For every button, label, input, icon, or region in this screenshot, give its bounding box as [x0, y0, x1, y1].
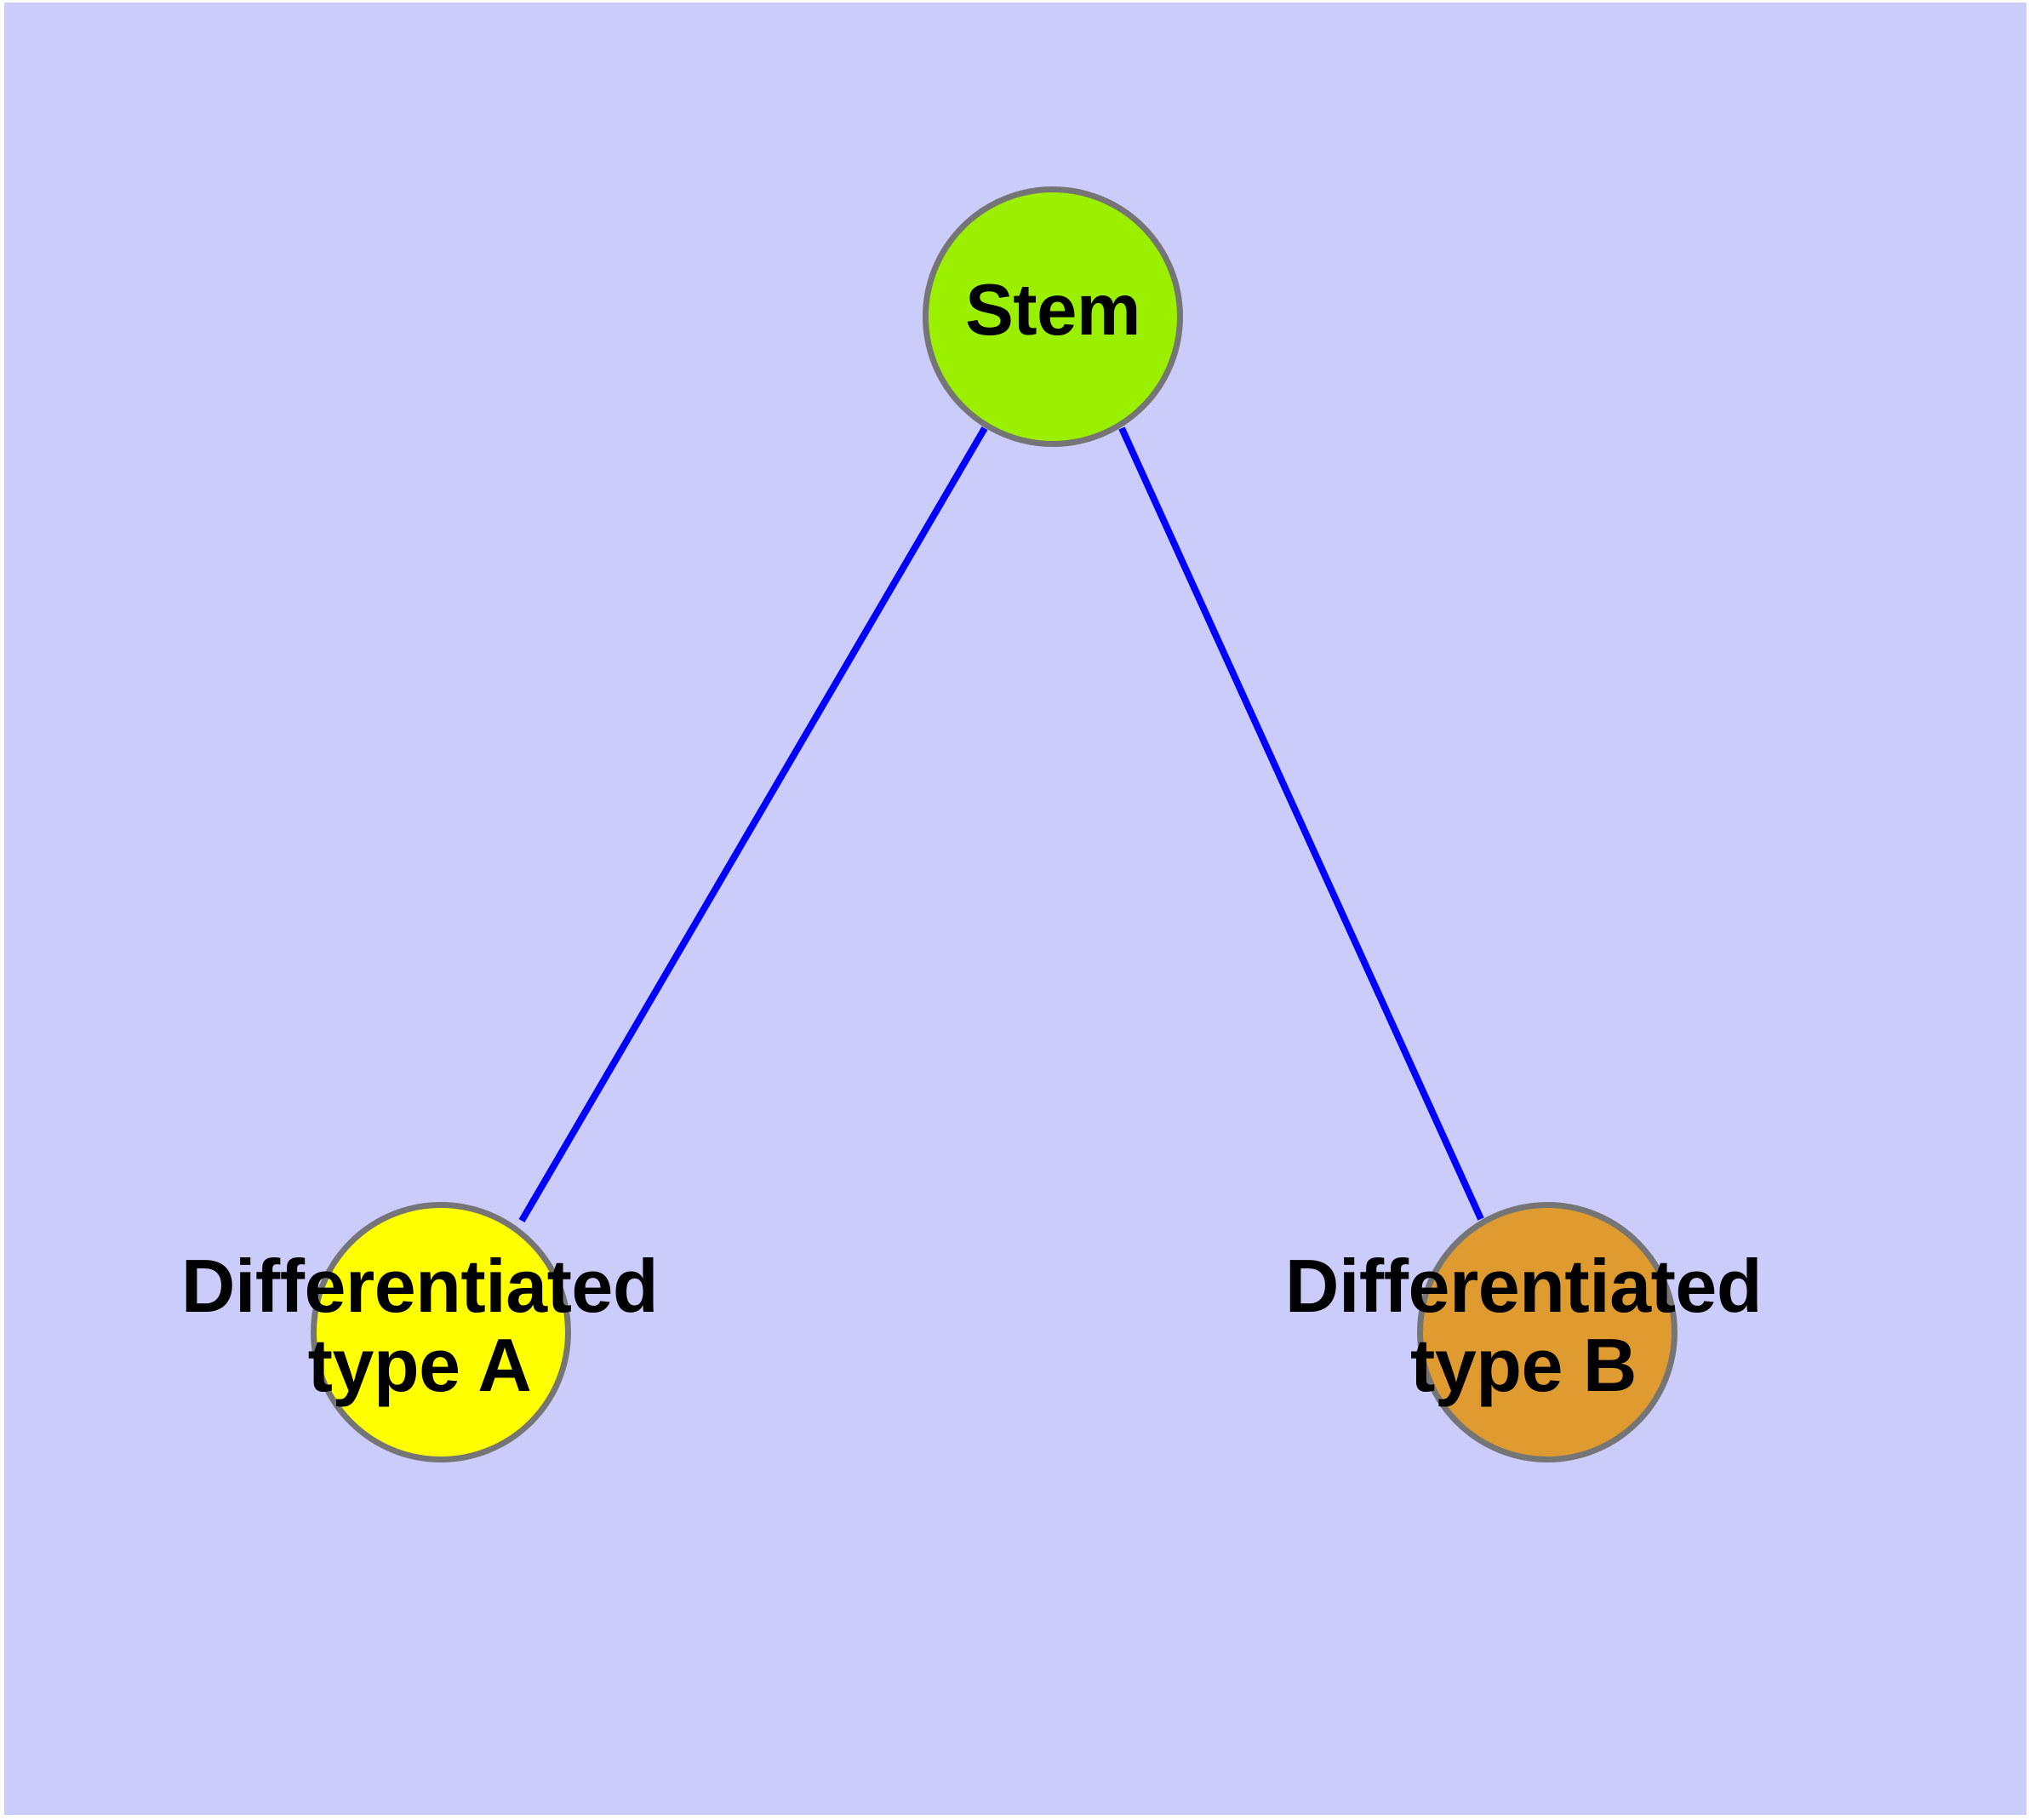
node-label-differentiated-type-b-line-1: Differentiated — [1284, 1244, 1763, 1328]
node-layer — [311, 186, 1677, 1462]
node-label-differentiated-type-b-line-2: type B — [1410, 1323, 1637, 1408]
node-label-differentiated-type-b: Differentiated type B — [1268, 1246, 1779, 1405]
node-stem[interactable] — [923, 186, 1183, 447]
node-label-stem: Stem — [797, 272, 1308, 349]
edge-stem-to-differentiated-type-b — [1118, 426, 1484, 1221]
node-label-stem-line-1: Stem — [965, 270, 1140, 351]
node-differentiated-type-a[interactable] — [311, 1202, 571, 1462]
node-label-differentiated-type-a-line-2: type A — [307, 1323, 532, 1408]
node-label-differentiated-type-a-line-1: Differentiated — [180, 1244, 659, 1328]
edge-stem-to-differentiated-type-a — [518, 426, 988, 1223]
node-differentiated-type-b[interactable] — [1417, 1202, 1677, 1462]
edge-layer — [518, 426, 1484, 1223]
node-label-differentiated-type-a: Differentiated type A — [164, 1246, 675, 1405]
